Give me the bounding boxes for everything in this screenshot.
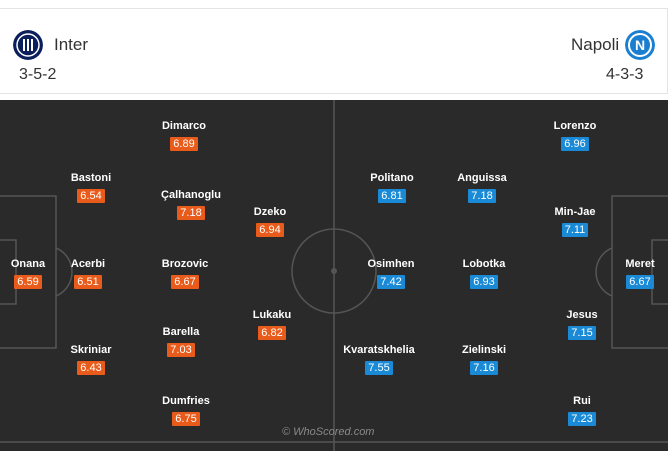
player-name: Dzeko <box>253 206 287 218</box>
home-player[interactable]: Skriniar 6.43 <box>51 344 131 376</box>
player-rating: 7.15 <box>568 326 596 340</box>
match-header: Inter 3-5-2 Napoli N 4-3-3 <box>0 8 668 94</box>
player-rating: 6.82 <box>258 326 286 340</box>
player-rating: 7.18 <box>177 206 205 220</box>
away-player[interactable]: Politano 6.81 <box>352 172 432 204</box>
away-player[interactable]: Osimhen 7.42 <box>351 258 431 290</box>
player-rating: 6.67 <box>626 275 654 289</box>
player-name: Rui <box>573 395 591 407</box>
player-rating: 6.93 <box>470 275 498 289</box>
pitch: Onana 6.59 Bastoni 6.54 Acerbi 6.51 Skri… <box>0 100 668 451</box>
home-player[interactable]: Lukaku 6.82 <box>232 309 312 341</box>
player-name: Meret <box>625 258 655 270</box>
player-name: Kvaratskhelia <box>343 344 415 356</box>
player-name: Brozovic <box>161 258 209 270</box>
player-rating: 7.11 <box>561 223 589 237</box>
player-name: Lorenzo <box>553 120 597 132</box>
home-player[interactable]: Dimarco 6.89 <box>144 120 224 152</box>
away-player[interactable]: Lorenzo 6.96 <box>535 120 615 152</box>
player-rating: 6.54 <box>77 189 105 203</box>
player-rating: 7.23 <box>568 412 596 426</box>
player-name: Dimarco <box>161 120 207 132</box>
svg-text:N: N <box>635 37 645 53</box>
player-rating: 6.96 <box>561 137 589 151</box>
player-name: Acerbi <box>70 258 106 270</box>
watermark: © WhoScored.com <box>282 426 375 438</box>
player-rating: 7.16 <box>470 361 498 375</box>
player-name: Barella <box>162 326 200 338</box>
home-formation: 3-5-2 <box>19 66 57 83</box>
player-name: Lukaku <box>252 309 292 321</box>
player-name: Min-Jae <box>554 206 596 218</box>
player-name: Osimhen <box>367 258 415 270</box>
away-player[interactable]: Min-Jae 7.11 <box>535 206 615 238</box>
player-rating: 6.94 <box>256 223 284 237</box>
home-player[interactable]: Barella 7.03 <box>141 326 221 358</box>
player-rating: 6.89 <box>170 137 198 151</box>
home-player[interactable]: Dumfries 6.75 <box>146 395 226 427</box>
home-player[interactable]: Brozovic 6.67 <box>145 258 225 290</box>
away-player[interactable]: Kvaratskhelia 7.55 <box>339 344 419 376</box>
away-team-name: Napoli <box>571 35 620 54</box>
away-player[interactable]: Rui 7.23 <box>542 395 622 427</box>
player-name: Dumfries <box>162 395 210 407</box>
player-name: Zielinski <box>461 344 507 356</box>
player-name: Çalhanoglu <box>161 189 221 201</box>
player-rating: 6.81 <box>378 189 406 203</box>
player-name: Politano <box>370 172 414 184</box>
home-player[interactable]: Bastoni 6.54 <box>51 172 131 204</box>
pitch-lines <box>0 100 668 451</box>
player-name: Bastoni <box>70 172 112 184</box>
home-team-name: Inter <box>54 35 89 54</box>
inter-crest-icon <box>13 30 43 60</box>
player-name: Anguissa <box>457 172 507 184</box>
away-player[interactable]: Zielinski 7.16 <box>444 344 524 376</box>
player-rating: 7.03 <box>167 343 195 357</box>
away-formation: 4-3-3 <box>606 66 644 83</box>
napoli-crest-icon: N <box>625 30 655 60</box>
away-player[interactable]: Jesus 7.15 <box>542 309 622 341</box>
player-rating: 6.59 <box>14 275 42 289</box>
player-rating: 6.75 <box>172 412 200 426</box>
away-player[interactable]: Meret 6.67 <box>600 258 668 290</box>
player-name: Skriniar <box>70 344 112 356</box>
player-name: Jesus <box>566 309 598 321</box>
player-rating: 6.67 <box>171 275 199 289</box>
away-player[interactable]: Lobotka 6.93 <box>444 258 524 290</box>
player-rating: 6.43 <box>77 361 105 375</box>
player-rating: 7.42 <box>377 275 405 289</box>
home-player[interactable]: Çalhanoglu 7.18 <box>151 189 231 221</box>
player-rating: 7.18 <box>468 189 496 203</box>
away-player[interactable]: Anguissa 7.18 <box>442 172 522 204</box>
player-name: Onana <box>10 258 46 270</box>
player-rating: 7.55 <box>365 361 393 375</box>
home-player[interactable]: Dzeko 6.94 <box>230 206 310 238</box>
player-name: Lobotka <box>462 258 506 270</box>
home-player[interactable]: Onana 6.59 <box>0 258 68 290</box>
home-player[interactable]: Acerbi 6.51 <box>48 258 128 290</box>
player-rating: 6.51 <box>74 275 102 289</box>
